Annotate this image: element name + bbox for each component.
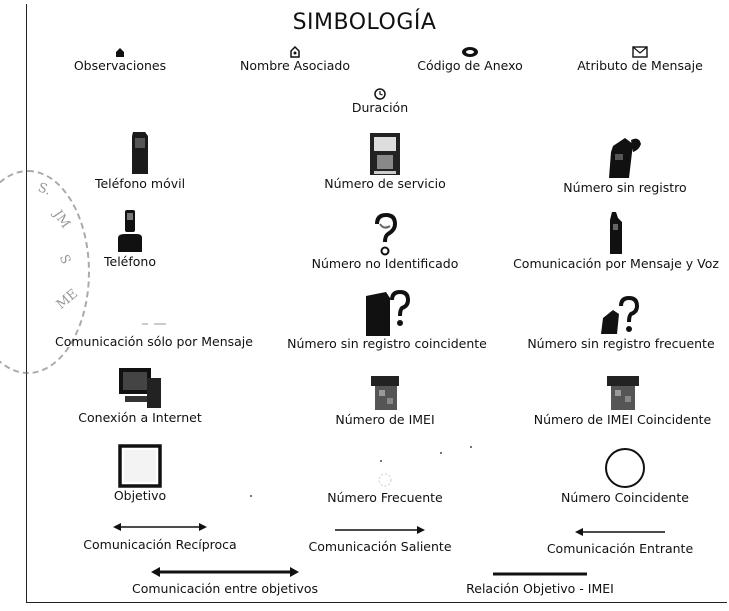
message-voice-phone-icon	[610, 212, 622, 254]
scan-speck	[470, 446, 472, 448]
legend-item-comunicacion-reciproca: Comunicación Recíproca	[55, 520, 265, 552]
legend-item-codigo-anexo: Código de Anexo	[400, 46, 540, 73]
right-arrow-icon	[335, 526, 425, 534]
message-only-icon	[142, 323, 166, 325]
legend-label: Código de Anexo	[417, 58, 523, 73]
observation-icon	[116, 48, 124, 57]
computer-icon	[119, 368, 161, 408]
legend-label: Número no Identificado	[311, 256, 459, 271]
mobile-phone-icon	[132, 132, 148, 174]
legend-label: Duración	[351, 100, 409, 115]
legend-label: Conexión a Internet	[78, 410, 202, 425]
legend-item-comunicacion-solo-mensaje: Comunicación sólo por Mensaje	[34, 294, 274, 349]
legend-item-duracion: Duración	[325, 88, 435, 115]
message-envelope-icon	[632, 46, 648, 58]
legend-item-comunicacion-saliente: Comunicación Saliente	[290, 524, 470, 554]
legend-item-numero-servicio: Número de servicio	[305, 132, 465, 191]
legend-label: Observaciones	[73, 58, 167, 73]
double-arrow-icon	[113, 523, 207, 531]
legend-item-comunicacion-entrante: Comunicación Entrante	[530, 526, 710, 556]
legend-label: Teléfono	[104, 254, 156, 269]
legend-label: Atributo de Mensaje	[577, 58, 703, 73]
left-arrow-icon	[575, 528, 665, 536]
legend-item-numero-imei-coincidente: Número de IMEI Coincidente	[525, 374, 720, 427]
legend-title: SIMBOLOGÍA	[292, 10, 437, 35]
unregistered-number-icon	[609, 138, 641, 178]
legend-label: Número de servicio	[324, 176, 446, 191]
legend-item-numero-no-identificado: Número no Identificado	[295, 212, 475, 271]
legend-label: Comunicación entre objetivos	[131, 581, 318, 596]
annex-code-icon	[462, 47, 478, 57]
legend-label: Comunicación por Mensaje y Voz	[513, 256, 719, 271]
legend-label: Número sin registro	[563, 180, 687, 195]
legend-item-telefono: Teléfono	[60, 208, 200, 269]
legend-label: Comunicación Recíproca	[83, 537, 237, 552]
associated-name-icon	[290, 46, 300, 58]
frequent-number-icon	[378, 473, 392, 487]
legend-label: Comunicación Saliente	[308, 539, 452, 554]
legend-item-nombre-asociado: Nombre Asociado	[225, 46, 365, 73]
legend-label: Número Frecuente	[327, 490, 443, 505]
thick-line-icon	[493, 572, 587, 576]
legend-label: Número sin registro frecuente	[527, 336, 715, 351]
legend-item-conexion-internet: Conexión a Internet	[60, 364, 220, 425]
scan-speck	[250, 495, 252, 497]
legend-label: Comunicación Entrante	[546, 541, 694, 556]
legend-label: Nombre Asociado	[240, 58, 350, 73]
legend-label: Comunicación sólo por Mensaje	[55, 334, 253, 349]
legend-item-atributo-mensaje: Atributo de Mensaje	[565, 46, 715, 73]
legend-label: Número de IMEI Coincidente	[533, 412, 712, 427]
unregistered-frequent-icon	[601, 296, 640, 334]
question-mark-icon	[375, 212, 398, 256]
legend-item-numero-frecuente: Número Frecuente	[305, 470, 465, 505]
clock-icon	[374, 88, 386, 100]
legend-label: Número de IMEI	[335, 412, 435, 427]
legend-item-numero-sin-registro-coincidente: Número sin registro coincidente	[272, 290, 502, 351]
scan-speck	[440, 452, 442, 454]
unregistered-match-icon	[366, 290, 411, 336]
legend-item-telefono-movil: Teléfono móvil	[60, 130, 220, 191]
legend-item-observaciones: Observaciones	[60, 46, 180, 73]
imei-match-icon	[606, 376, 639, 410]
thick-double-arrow-icon	[151, 567, 299, 577]
target-square-icon	[118, 444, 162, 488]
legend-label: Número sin registro coincidente	[287, 336, 487, 351]
imei-device-icon	[371, 376, 399, 410]
legend-item-numero-imei: Número de IMEI	[310, 374, 460, 427]
legend-item-objetivo: Objetivo	[80, 444, 200, 503]
match-circle-icon	[605, 448, 645, 488]
legend-item-numero-sin-registro: Número sin registro	[545, 134, 705, 195]
service-number-icon	[370, 133, 400, 175]
legend-label: Número Coincidente	[561, 490, 689, 505]
legend-label: Relación Objetivo - IMEI	[466, 581, 614, 596]
legend-item-comunicacion-entre-objetivos: Comunicación entre objetivos	[110, 566, 340, 596]
legend-item-numero-sin-registro-frecuente: Número sin registro frecuente	[515, 296, 727, 351]
legend-label: Teléfono móvil	[94, 176, 186, 191]
legend-item-numero-coincidente: Número Coincidente	[545, 446, 705, 505]
legend-item-comunicacion-mensaje-voz: Comunicación por Mensaje y Voz	[505, 210, 727, 271]
scan-speck	[380, 460, 382, 462]
telephone-icon	[118, 210, 142, 252]
legend-item-relacion-objetivo-imei: Relación Objetivo - IMEI	[445, 570, 635, 596]
legend-label: Objetivo	[113, 488, 167, 503]
